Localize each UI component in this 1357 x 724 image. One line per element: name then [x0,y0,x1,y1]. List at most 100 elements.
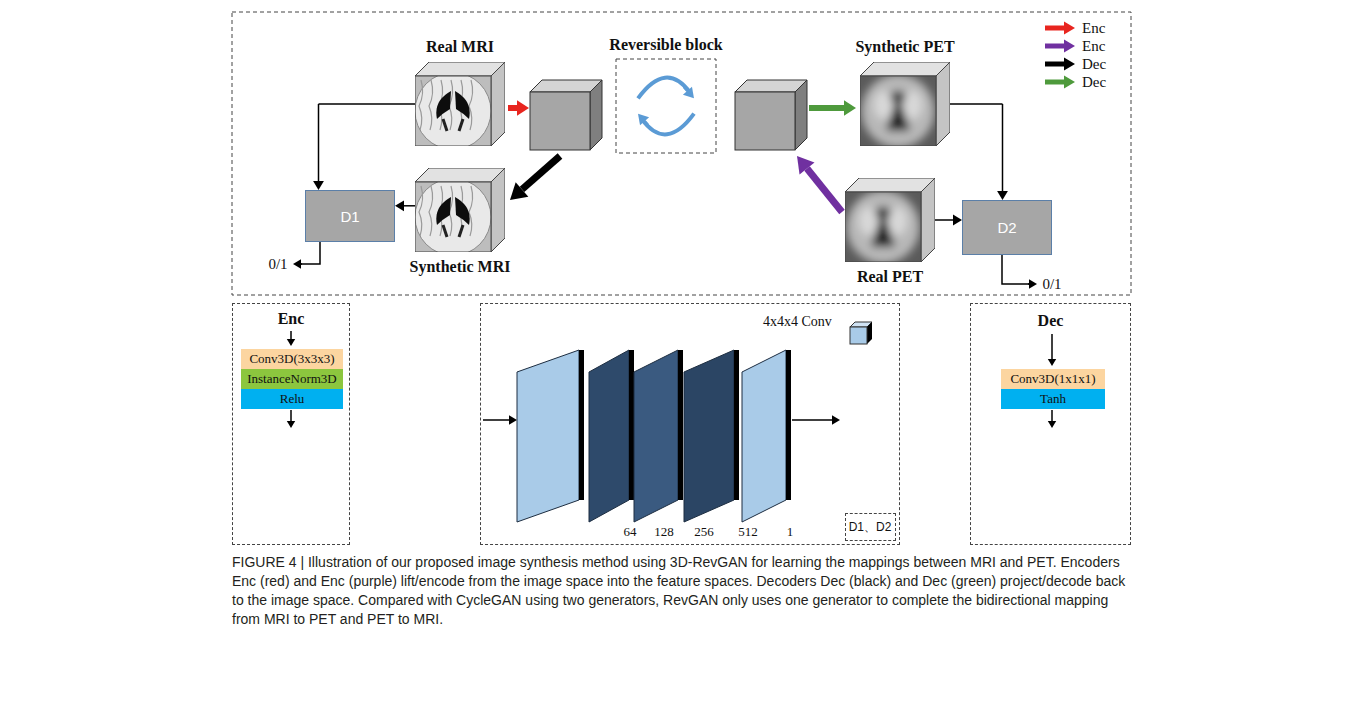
encoder-panel: EncConv3D(3x3x3)InstanceNorm3DRelu [232,303,350,545]
reversible-block: Reversible block [606,34,726,156]
connector-line [950,103,1003,105]
output-arrow [293,259,302,269]
legend-arrow-shape [1045,57,1075,70]
uptake-outer [847,192,920,262]
legend-text: Dec [1082,56,1106,73]
arrow-head [1064,21,1075,34]
arrow-head [1029,279,1037,289]
uptake-outer [862,76,935,146]
connector [950,104,1008,200]
arrow-head [313,181,324,190]
ventricles [436,197,469,237]
arrow-shaft [301,263,302,265]
image-cube: Synthetic PET [860,36,950,148]
flow-arrow [1048,334,1056,366]
cube-front [415,182,491,252]
legend-arrow [1045,57,1077,71]
box-label: D1 [340,208,359,225]
discriminator-box: D1 [305,190,395,242]
uptake-dark [890,91,906,103]
cube-side [491,168,505,252]
legend-arrow [1045,39,1077,53]
slab-face [634,350,678,522]
ventricle-horn [443,225,463,237]
cycle-head [683,87,694,99]
activation-layer: Tanh [1001,389,1105,409]
box-label: D2 [997,219,1016,236]
sulcus [469,186,473,236]
output-label: 0/1 [268,256,287,273]
arrow-head [517,100,529,116]
discriminator-panel: 4x4x4 ConvD1、D2 [480,303,900,545]
channel-number: 512 [738,524,758,540]
sulcus [469,80,473,130]
flow-arrow [483,415,517,425]
feature-slab [589,350,634,522]
panel-title: Dec [971,312,1130,330]
ventricle [455,91,470,119]
arrow-shaft [1002,104,1004,191]
arrow-shaft [290,331,292,339]
cube-top [845,178,935,192]
arrow-head [638,114,649,125]
image-label: Synthetic MRI [410,256,511,278]
connector-arrow [935,215,962,226]
volume-front [530,92,590,150]
block-outline [616,59,716,153]
feature-slab [684,350,739,522]
flow-arrow [792,415,840,425]
feature-slab [517,350,584,522]
arrow-shaft [522,156,560,189]
scan-image [415,182,491,252]
sulcus [419,186,423,236]
cube-top [415,62,505,76]
image-cube: Real MRI [415,36,505,148]
flow-arrow [1048,410,1056,428]
panel-title: 4x4x4 Conv [763,314,832,330]
arrow-head [287,421,295,428]
image-label: Real MRI [426,36,494,58]
decoder-arrow [809,100,856,116]
connector [313,104,415,190]
uptake [847,192,920,262]
cube-side [921,178,935,262]
output-label: 0/1 [1042,276,1061,293]
arrow-head [844,100,856,116]
scan-image [415,76,491,146]
slab-edge [629,350,634,500]
volume-side [795,80,807,150]
panel-title: Enc [233,310,349,328]
channel-number: 64 [624,524,637,540]
feature-volume [735,80,807,150]
cube-front [845,192,921,262]
connector-line [319,103,416,105]
image-cube: Real PET [845,178,935,290]
conv-layer: Conv3D(3x3x3) [241,349,343,369]
legend-text: Dec [1082,74,1106,91]
sulcus [429,80,433,130]
arrow-shaft [809,105,844,111]
channel-number: 128 [654,524,674,540]
arrow-shaft [508,105,517,111]
arrow-head [997,191,1008,200]
arrow-shaft [1045,26,1064,31]
uptake-dark [875,207,891,219]
legend-arrow-shape [1045,75,1075,88]
connector-arrow [997,104,1008,200]
arrow-shaft [1051,334,1053,359]
arrow-head [683,87,694,98]
arrow-shaft [1051,410,1053,421]
legend-arrow-shape [1045,21,1075,34]
feature-slab [634,350,683,522]
output-line [300,242,320,264]
arrow-head [510,182,528,200]
arrow-shaft [1028,283,1029,285]
output-arrow [1028,279,1037,289]
arrow-shaft [318,104,320,181]
arrow-head [395,200,404,211]
connector [935,215,962,226]
image-volume [860,62,950,146]
brain [415,182,491,252]
